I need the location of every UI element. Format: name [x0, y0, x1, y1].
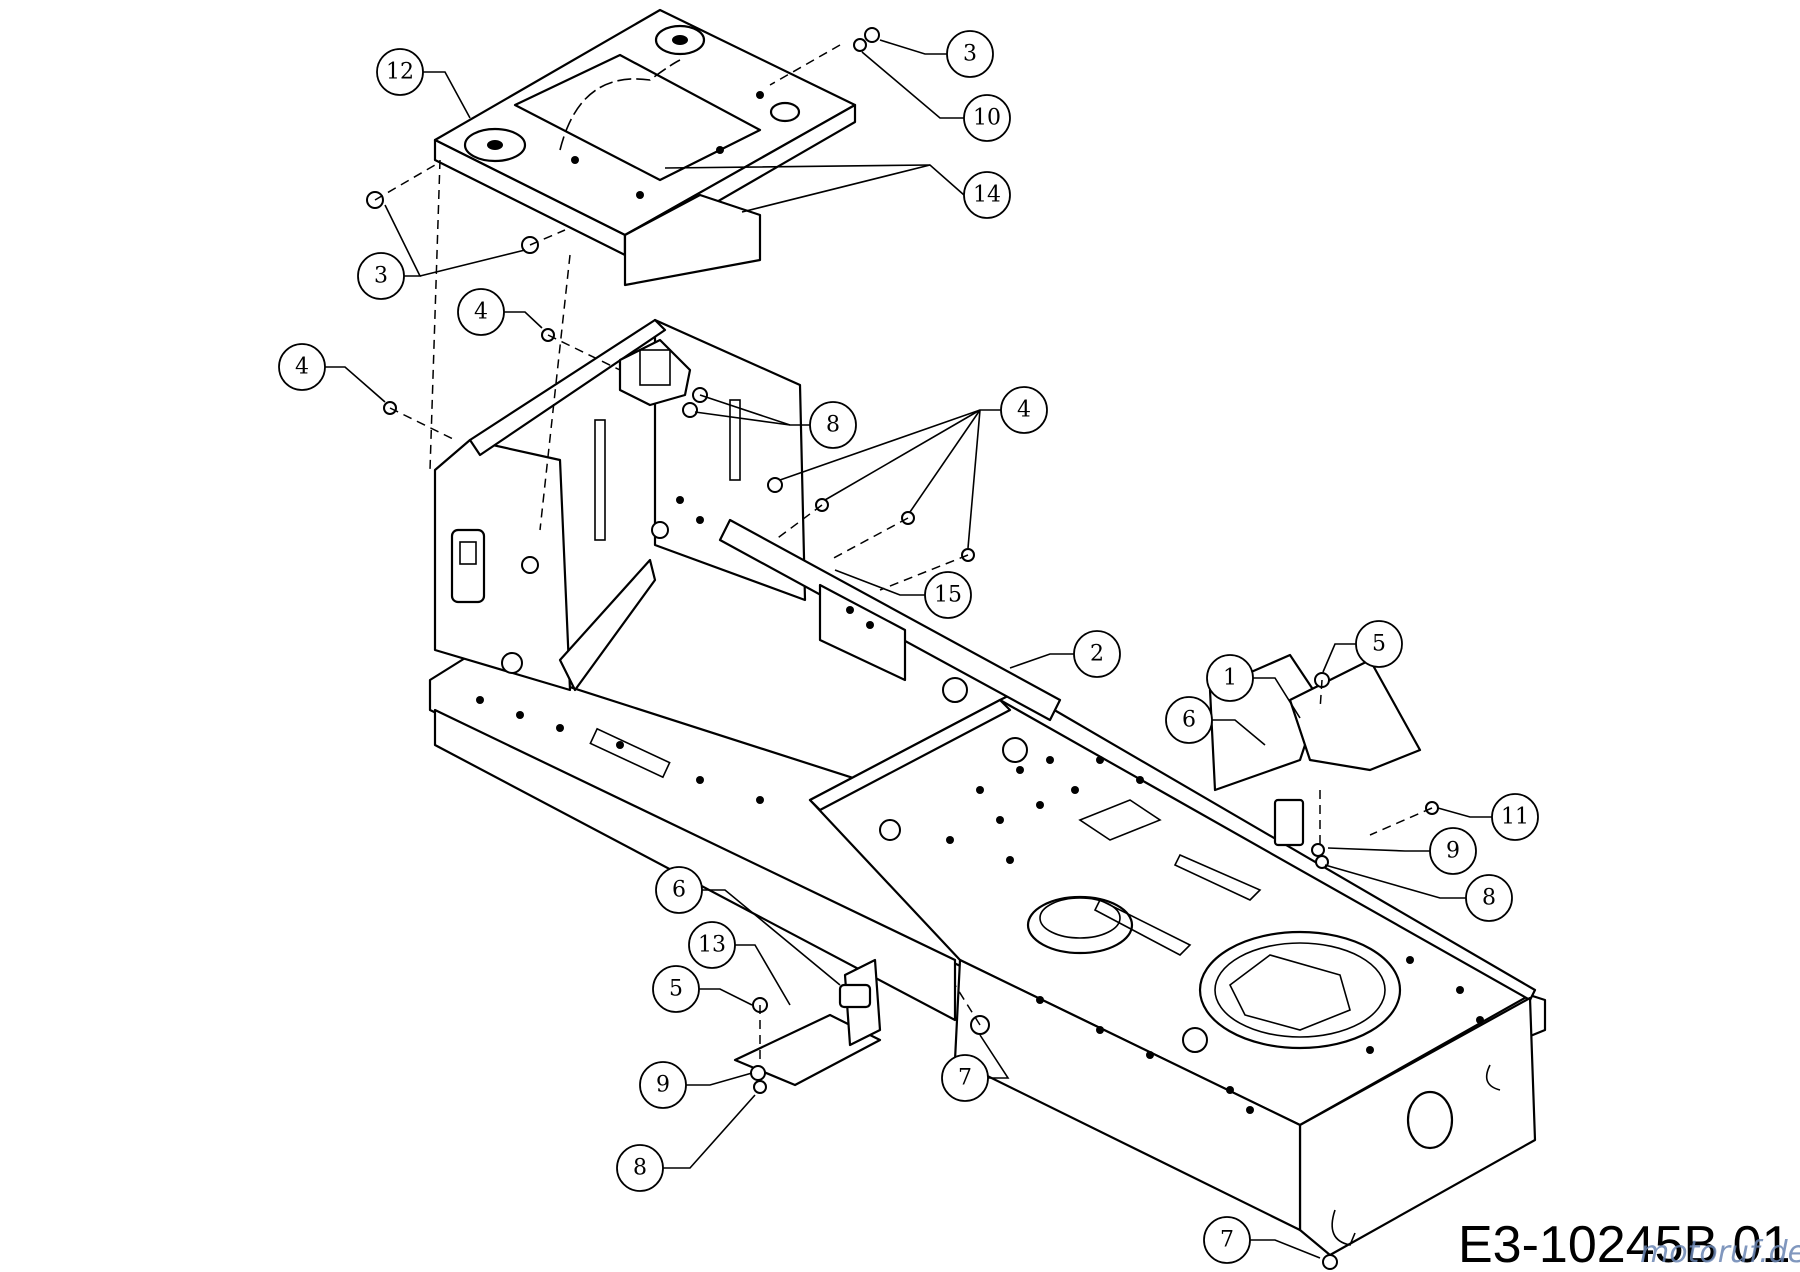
callout-13-label: 13	[698, 933, 726, 958]
callout-6-left: 6	[655, 866, 841, 986]
callout-9-right-label: 9	[1446, 839, 1460, 864]
callout-10-label: 10	[973, 106, 1001, 131]
callout-4-b: 4	[278, 343, 386, 403]
callout-8-left-label: 8	[633, 1156, 647, 1181]
callout-8-left: 8	[616, 1094, 756, 1192]
callout-8-right-label: 8	[1482, 886, 1496, 911]
main-frame	[428, 653, 1547, 1257]
callout-1: 1	[1206, 654, 1301, 719]
callout-7-mid: 7	[941, 1034, 1010, 1102]
dash-support-plates	[433, 318, 1062, 722]
callout-14: 14	[664, 164, 1011, 219]
callout-15-label: 15	[934, 583, 962, 608]
upper-dash-plate	[433, 8, 857, 287]
callout-9-left-label: 9	[656, 1073, 670, 1098]
callout-4-a-label: 4	[474, 300, 488, 325]
callout-6-right: 6	[1165, 696, 1266, 746]
pedal-bracket-left	[733, 958, 882, 1087]
callout-11: 11	[1437, 793, 1539, 841]
callout-7-bottom: 7	[1203, 1216, 1321, 1264]
fasteners	[366, 27, 1439, 1270]
callout-8-right: 8	[1324, 864, 1513, 922]
callout-4-c: 4	[779, 386, 1048, 549]
callout-3-left: 3	[357, 204, 526, 300]
callout-6-right-label: 6	[1182, 708, 1196, 733]
callout-10: 10	[861, 51, 1011, 142]
assembly-lines	[374, 44, 1433, 1060]
callout-4-c-label: 4	[1017, 398, 1031, 423]
callout-11-label: 11	[1501, 805, 1529, 830]
callout-3-left-label: 3	[374, 264, 388, 289]
callout-4-a: 4	[457, 288, 543, 336]
callout-1-label: 1	[1223, 666, 1237, 691]
callout-2-label: 2	[1090, 642, 1104, 667]
callout-5-left: 5	[652, 965, 753, 1013]
callout-7-mid-label: 7	[958, 1066, 972, 1091]
watermark: motoruf.de	[1640, 1235, 1800, 1270]
callout-12: 12	[376, 48, 471, 119]
callout-4-b-label: 4	[295, 355, 309, 380]
callout-8-upper: 8	[694, 394, 857, 449]
callout-9-right: 9	[1327, 827, 1477, 875]
callout-12-label: 12	[386, 60, 414, 85]
callout-6-left-label: 6	[672, 878, 686, 903]
callout-14-label: 14	[973, 183, 1001, 208]
callout-8-upper-label: 8	[826, 413, 840, 438]
callout-15: 15	[834, 569, 972, 619]
callout-3-top: 3	[879, 30, 994, 78]
callout-5-right-label: 5	[1372, 632, 1386, 657]
callout-5-right: 5	[1322, 620, 1403, 673]
callout-9-left: 9	[639, 1061, 753, 1109]
callout-5-left-label: 5	[669, 977, 683, 1002]
callout-7-bottom-label: 7	[1220, 1228, 1234, 1253]
callout-3-top-label: 3	[963, 42, 977, 67]
callout-13: 13	[688, 921, 791, 1006]
switch-assembly	[618, 338, 692, 407]
callout-2: 2	[1009, 630, 1121, 678]
drawing-code: E3-10245B 01	[1458, 1216, 1791, 1272]
